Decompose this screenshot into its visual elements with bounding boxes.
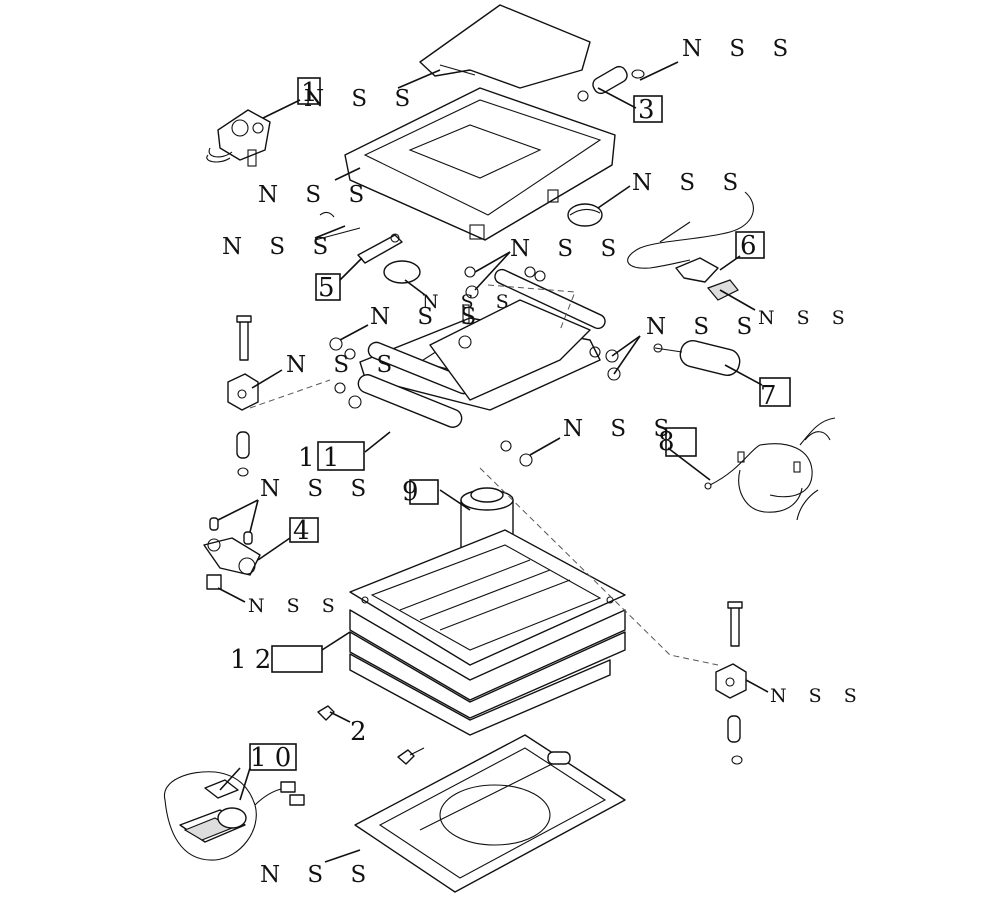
adjust-knob-part [567,203,603,227]
nss-label: N S S [632,170,748,196]
callout-3: 3 [638,95,655,125]
callout-9: 9 [402,477,419,507]
nss-label: N S S [260,476,376,502]
callout-8: 8 [658,427,675,457]
base-slide-plate [354,734,626,893]
nss-label: N S S [258,182,374,208]
callout-11: 1 1 [298,443,339,473]
nss-label: N S S [646,314,762,340]
scissor-frame-part [329,266,621,467]
bellows-frame-part [349,529,626,736]
callout-boxes [249,77,791,771]
nss-label: N S S [222,234,338,260]
seat-switch-part [206,109,271,167]
callout-10: 1 0 [250,743,291,773]
wiring-harness-part [704,417,836,521]
nss-label: N S S [563,416,679,442]
pivot-assembly-part [203,517,261,590]
callout-5: 5 [318,273,335,303]
callout-numbers: 1 2 3 4 5 6 7 8 9 1 0 1 1 1 2 [230,78,777,773]
bolt-part [317,705,425,765]
shock-damper-part [653,339,741,377]
seat-pan-plate [344,87,616,241]
nss-label: N S S [682,36,798,62]
nss-label: N S S [758,307,853,329]
callout-4: 4 [293,516,310,546]
callout-2: 2 [350,717,367,747]
nss-label: N S S [260,862,376,888]
nss-label: N S S [510,236,626,262]
seat-top-pad [419,4,591,89]
callout-6: 6 [740,231,757,261]
nss-label: N S S [770,685,865,707]
leader-lines [217,61,769,863]
callout-12: 1 2 [230,645,271,675]
nss-label: N S S [248,595,343,617]
nss-label: N S S [370,304,486,330]
nss-label: N S S [422,291,517,313]
gas-spring-part [577,65,645,102]
switch-module-part [164,771,305,861]
left-bolt-block [227,315,259,477]
right-bolt-block [715,601,747,765]
nss-label: N S S [304,86,420,112]
clip-part [357,233,403,264]
cap-part [383,260,421,284]
nss-labels: N S S N S S N S S N S S N S S N S S N S … [222,36,865,888]
callout-1: 1 [301,78,318,108]
cable-lever-part [627,191,754,301]
callout-7: 7 [760,381,777,411]
nss-label: N S S [286,352,402,378]
